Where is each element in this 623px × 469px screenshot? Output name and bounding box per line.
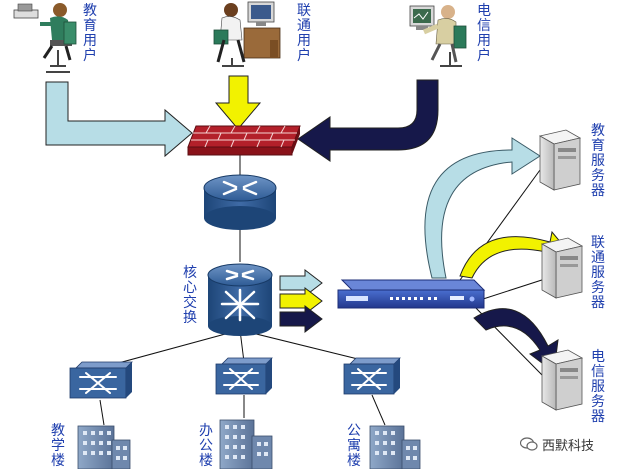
router: [203, 174, 277, 230]
gateway-device: [337, 279, 486, 309]
telecom-user-label: 电信用户: [477, 3, 491, 64]
unicom-arrow: [214, 75, 262, 130]
core-switch: [207, 263, 273, 336]
building-apartment-label: 公寓楼: [347, 423, 361, 469]
firewall: [187, 125, 301, 156]
telecom-gateway-arrow: [279, 304, 323, 334]
building-teaching: [77, 425, 131, 469]
telecom-arrow: [297, 79, 439, 162]
access-switch-teaching: [69, 361, 133, 399]
unicom-user-label: 联通用户: [297, 3, 311, 64]
building-office: [219, 419, 273, 469]
access-switch-apartment: [343, 357, 401, 395]
edu-user-figure: [13, 3, 77, 73]
access-switch-office: [215, 357, 273, 395]
watermark: 西默科技: [520, 433, 620, 455]
unicom-server: [540, 237, 584, 299]
unicom-gateway-arrow: [279, 286, 323, 316]
telecom-server: [540, 349, 584, 411]
unicom-server-label: 联通服务器: [591, 235, 605, 311]
building-apartment: [369, 425, 421, 469]
core-switch-label: 核心交换: [183, 265, 197, 326]
edu-arrow: [45, 81, 193, 158]
edu-gateway-arrow: [279, 268, 323, 298]
building-teaching-label: 教学楼: [51, 423, 65, 469]
edu-user-label: 教育用户: [83, 3, 97, 64]
building-office-label: 办公楼: [199, 423, 213, 469]
watermark-text: 西默科技: [542, 438, 595, 454]
wechat-icon: [520, 437, 538, 451]
edu-server: [538, 129, 582, 191]
unicom-user-figure: [213, 1, 281, 67]
edu-server-label: 教育服务器: [591, 123, 605, 199]
telecom-user-figure: [409, 5, 467, 67]
telecom-server-label: 电信服务器: [591, 349, 605, 425]
